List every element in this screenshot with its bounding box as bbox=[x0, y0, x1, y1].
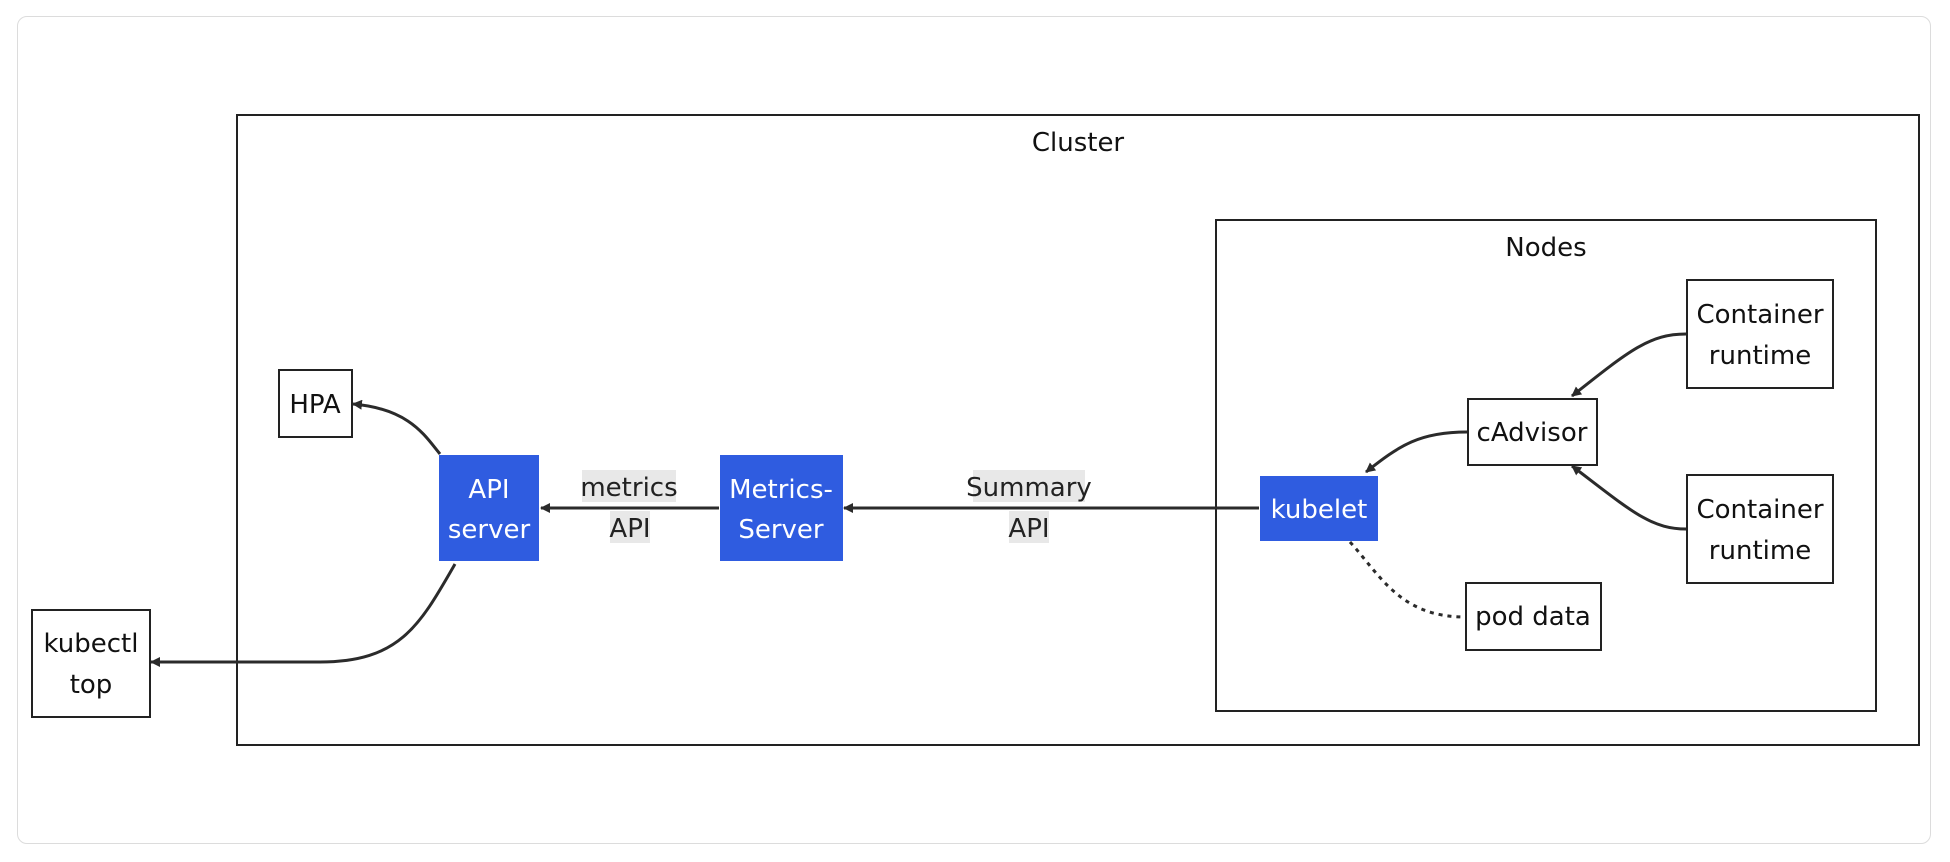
edge-cadvisor-to-kubelet bbox=[1365, 430, 1468, 474]
node-kubelet[interactable]: kubelet bbox=[1260, 476, 1378, 541]
node-metrics-server[interactable]: Metrics- Server bbox=[720, 455, 843, 561]
edge-runtime2-to-cadvisor bbox=[1571, 464, 1687, 531]
edge-label-metrics-api-line2: API bbox=[609, 514, 650, 544]
edge-label-metrics-api-line1: metrics bbox=[580, 473, 677, 503]
nodes-group bbox=[1215, 219, 1877, 712]
node-container-runtime-2-line1: Container bbox=[1696, 495, 1823, 525]
node-hpa-label: HPA bbox=[289, 390, 341, 420]
nodes-group-label: Nodes bbox=[1505, 233, 1586, 263]
node-hpa[interactable]: HPA bbox=[278, 369, 353, 438]
node-metrics-server-line2: Server bbox=[738, 515, 824, 545]
node-kubelet-label: kubelet bbox=[1271, 495, 1368, 525]
node-kubectl-top-line2: top bbox=[70, 670, 113, 700]
node-container-runtime-1-line1: Container bbox=[1696, 300, 1823, 330]
node-api-server-line2: server bbox=[448, 515, 531, 545]
node-container-runtime-2-line2: runtime bbox=[1709, 536, 1811, 566]
edge-api-server-to-kubectl-top bbox=[150, 563, 457, 667]
node-api-server-line1: API bbox=[468, 475, 509, 505]
node-container-runtime-2[interactable]: Container runtime bbox=[1686, 474, 1834, 584]
node-cadvisor[interactable]: cAdvisor bbox=[1467, 398, 1598, 466]
edge-label-summary-api-line1: Summary bbox=[966, 473, 1092, 503]
node-kubectl-top[interactable]: kubectl top bbox=[31, 609, 151, 718]
node-container-runtime-1-line2: runtime bbox=[1709, 341, 1811, 371]
cluster-group-label: Cluster bbox=[1032, 128, 1125, 158]
edge-label-summary-api-line2: API bbox=[1008, 514, 1049, 544]
node-kubectl-top-line1: kubectl bbox=[44, 629, 139, 659]
node-pod-data-label: pod data bbox=[1475, 602, 1591, 632]
edge-label-metrics-api: metrics API bbox=[580, 470, 678, 544]
edge-label-summary-api: Summary API bbox=[966, 470, 1092, 544]
node-cadvisor-label: cAdvisor bbox=[1477, 418, 1588, 448]
node-container-runtime-1[interactable]: Container runtime bbox=[1686, 279, 1834, 389]
edge-kubelet-to-pod-data bbox=[1348, 540, 1466, 619]
node-pod-data[interactable]: pod data bbox=[1465, 582, 1602, 651]
edge-runtime1-to-cadvisor bbox=[1571, 332, 1687, 398]
node-metrics-server-line1: Metrics- bbox=[729, 475, 833, 505]
cluster-group bbox=[236, 114, 1920, 746]
node-api-server[interactable]: API server bbox=[439, 455, 539, 561]
edge-api-server-to-hpa bbox=[352, 399, 442, 455]
